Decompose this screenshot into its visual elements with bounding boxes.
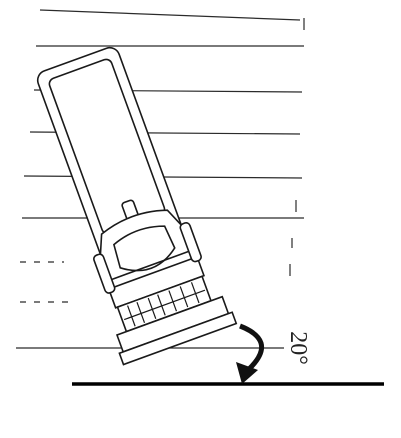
side-clip-right: [179, 221, 202, 263]
rotation-arrow-icon: [236, 323, 265, 384]
base-foot: [118, 311, 238, 366]
mechanism-ribs: [123, 282, 206, 327]
dust-container-window: [112, 225, 176, 272]
side-clip-left: [93, 253, 116, 294]
tilt-angle-label: 20°: [285, 331, 312, 365]
body-seam: [114, 258, 192, 288]
body-seam: [111, 250, 190, 281]
guide-line-top: [39, 9, 301, 21]
tilted-appliance: [36, 46, 238, 366]
